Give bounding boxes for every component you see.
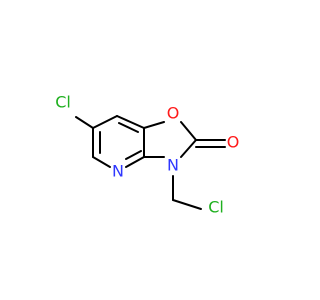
atom-label-layer: Cl O O N N Cl — [55, 93, 239, 217]
nitrogen-atom-lactam: N — [167, 156, 179, 175]
bond-c6-cl — [75, 116, 94, 129]
molecule-structure: Cl O O N N Cl — [55, 93, 239, 217]
nitrogen-atom-pyridine: N — [112, 162, 124, 181]
oxygen-atom-ring: O — [167, 104, 180, 123]
chlorine-atom-methyl: Cl — [208, 198, 224, 217]
bond-c2-n3 — [180, 139, 197, 158]
bond-layer — [75, 115, 226, 210]
bond-n-c3a — [125, 156, 145, 168]
bond-c7a-o — [143, 121, 165, 129]
bond-n-c3a-inner — [125, 150, 142, 160]
bond-ch2-cl — [172, 199, 202, 210]
bond-o-c2 — [180, 121, 197, 141]
chlorine-atom-ring: Cl — [55, 93, 71, 112]
oxygen-atom-carbonyl: O — [227, 133, 240, 152]
bond-c7a-c7-inner — [118, 122, 139, 133]
bond-c7-c6 — [92, 115, 118, 129]
bond-c7a-c7 — [116, 115, 145, 129]
bond-c5-n — [92, 156, 111, 168]
molecule-diagram: Cl O O N N Cl — [55, 93, 239, 217]
